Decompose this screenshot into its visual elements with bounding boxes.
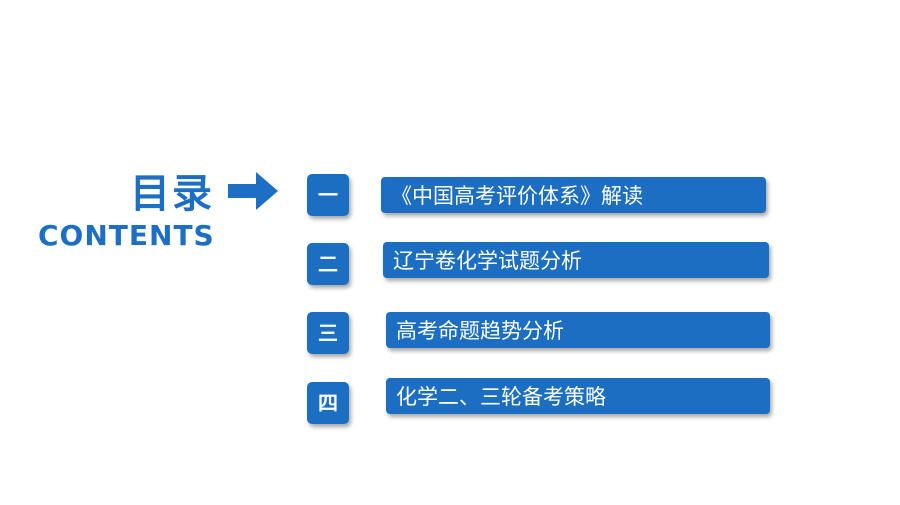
page-title: 目录 xyxy=(130,171,214,217)
toc-number-4: 四 xyxy=(307,382,349,424)
toc-label-4: 化学二、三轮备考策略 xyxy=(386,378,770,414)
title-block: 目录 CONTENTS xyxy=(30,168,290,258)
toc-number-1: 一 xyxy=(307,174,349,216)
toc-item-1[interactable]: 一 《中国高考评价体系》解读 xyxy=(0,174,900,224)
toc-number-3: 三 xyxy=(307,312,349,354)
toc-item-3[interactable]: 三 高考命题趋势分析 xyxy=(0,310,900,360)
toc-item-4[interactable]: 四 化学二、三轮备考策略 xyxy=(0,377,900,427)
page-subtitle: CONTENTS xyxy=(38,219,215,252)
toc-item-2[interactable]: 二 辽宁卷化学试题分析 xyxy=(0,241,900,291)
toc-number-2: 二 xyxy=(307,243,349,285)
toc-label-3: 高考命题趋势分析 xyxy=(386,312,770,348)
arrow-right-icon xyxy=(228,172,278,210)
toc-label-2: 辽宁卷化学试题分析 xyxy=(383,242,769,278)
toc-label-1: 《中国高考评价体系》解读 xyxy=(381,177,766,213)
